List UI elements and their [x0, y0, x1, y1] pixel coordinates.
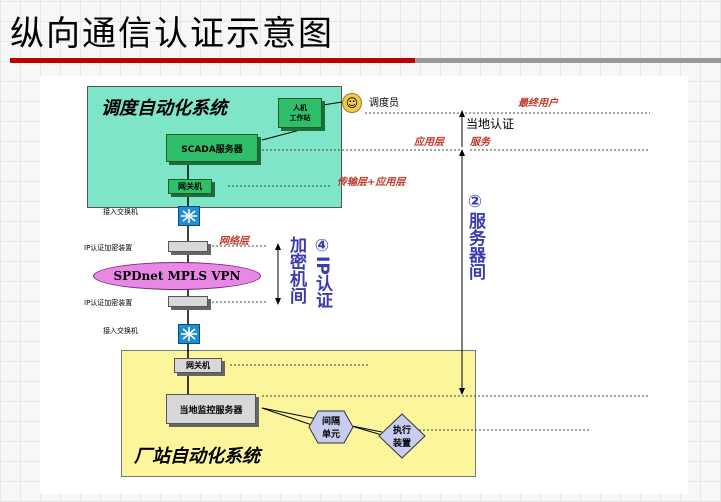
- isolation-unit: 间隔 单元: [308, 410, 354, 444]
- end-user-label: 最终用户: [518, 98, 558, 109]
- plant-automation-label: 厂站自动化系统: [134, 446, 260, 467]
- execution-device-shape: [378, 413, 426, 459]
- slide-title: 纵向通信认证示意图: [10, 14, 334, 54]
- transport-app-layer-label: 传输层+应用层: [337, 177, 406, 188]
- ip-encryptor-top-device: [168, 241, 208, 252]
- title-underline-gray: [415, 58, 721, 63]
- service-label: 服务: [470, 137, 490, 148]
- encryptor-between-label: 加密机间: [286, 236, 306, 304]
- hmi-workstation: 人机 工作站: [278, 98, 322, 128]
- spdnet-vpn-cloud: SPDnet MPLS VPN: [93, 262, 261, 290]
- gateway-top: 网关机: [168, 179, 212, 194]
- access-switch-top-label: 接入交换机: [103, 208, 138, 216]
- scada-server: SCADA服务器: [166, 134, 258, 162]
- isolation-unit-label: 间隔 单元: [321, 417, 340, 440]
- network-layer-label: 网络层: [219, 236, 249, 247]
- isolation-unit-shape: [308, 410, 354, 444]
- gateway-bottom: 网关机: [174, 358, 222, 373]
- access-switch-bottom-label: 接入交换机: [103, 327, 138, 335]
- dispatcher-label: 调度员: [369, 98, 399, 109]
- ip-encryptor-bottom-label: IP认证加密装置: [84, 299, 133, 307]
- ip-encryptor-top-label: IP认证加密装置: [84, 244, 133, 252]
- app-layer-label: 应用层: [414, 137, 444, 148]
- server-between-label: ②服务器间: [465, 192, 485, 280]
- title-underline-red: [10, 58, 415, 63]
- access-switch-top-icon: [178, 206, 200, 226]
- access-switch-bottom-icon: [178, 324, 200, 344]
- dispatch-automation-label: 调度自动化系统: [101, 98, 227, 119]
- dispatcher-smiley-icon: ☺: [342, 93, 362, 113]
- ip-encryptor-bottom-device: [168, 296, 208, 307]
- local-monitor-server: 当地监控服务器: [166, 394, 256, 424]
- execution-device: 执行 装置: [378, 413, 426, 459]
- execution-device-label: 执行 装置: [392, 426, 411, 449]
- ip-auth-label: ④IP认证: [312, 236, 332, 309]
- local-auth-label: 当地认证: [466, 117, 515, 131]
